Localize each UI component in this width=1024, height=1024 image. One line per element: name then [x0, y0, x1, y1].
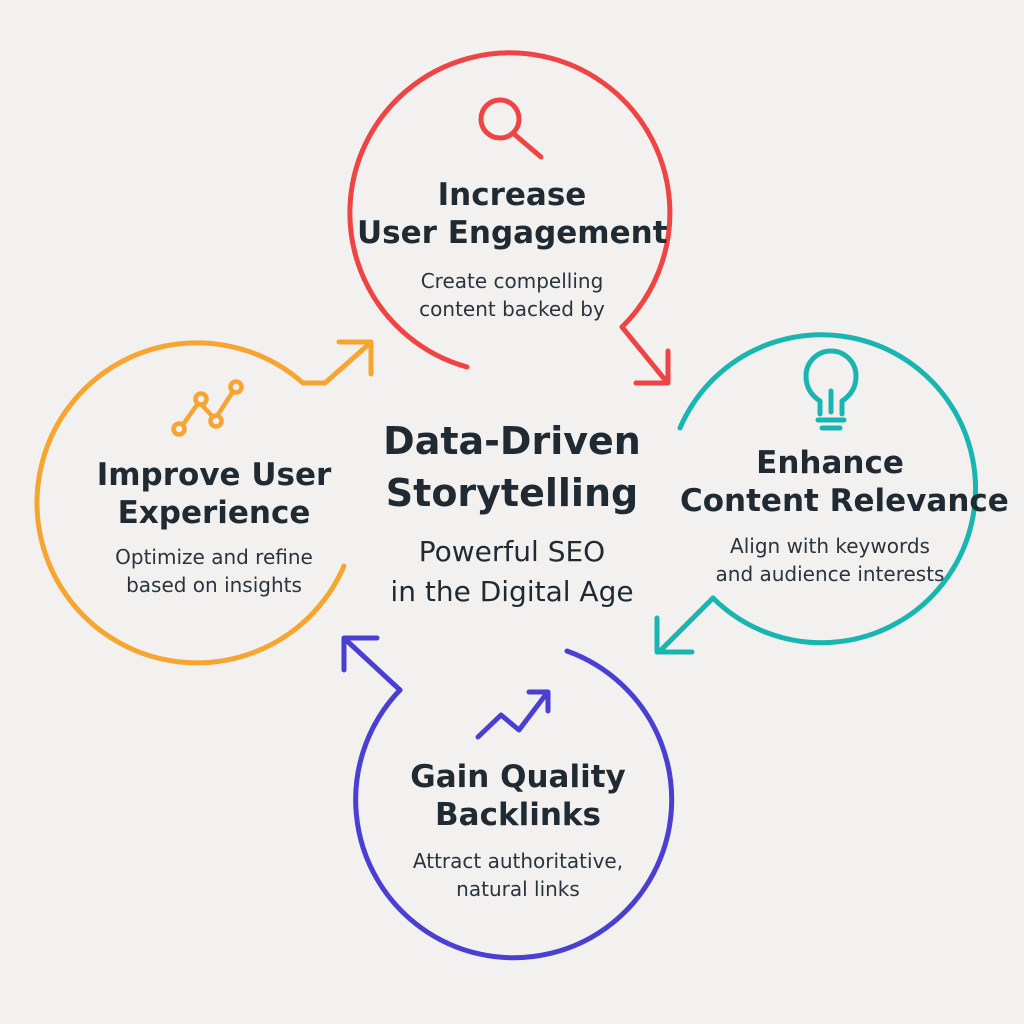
relevance-title: Enhance Content Relevance — [680, 444, 1009, 520]
experience-ring-arc — [34, 340, 347, 666]
backlinks-connector-arrow — [343, 637, 403, 693]
line-chart-icon — [171, 379, 244, 437]
backlinks-description: Attract authoritative, natural links — [368, 847, 668, 903]
search-icon — [478, 97, 544, 160]
engagement-title-line1: Increase — [437, 177, 587, 213]
experience-arrowhead — [336, 339, 374, 377]
backlinks-ring-arc — [353, 648, 675, 961]
center-title-line1: Data-Driven — [383, 419, 641, 463]
experience-title-line2: Experience — [117, 495, 311, 531]
backlinks-title: Gain Quality Backlinks — [368, 758, 668, 834]
engagement-title-line2: User Engagement — [357, 215, 668, 251]
relevance-title-line2: Content Relevance — [680, 483, 1009, 519]
engagement-connector-arrow — [619, 324, 669, 384]
relevance-ring-arc — [677, 332, 979, 646]
backlinks-title-line1: Gain Quality — [410, 759, 626, 795]
relevance-arrowhead — [654, 615, 695, 655]
backlinks-desc-line2: natural links — [456, 877, 580, 901]
backlinks-arrowhead — [341, 635, 380, 673]
engagement-desc-line2: content backed by — [419, 297, 605, 321]
backlinks-desc-line1: Attract authoritative, — [412, 849, 624, 873]
experience-node-ring — [34, 339, 374, 666]
center-title-line2: Storytelling — [385, 471, 639, 515]
center-subtitle-line1: Powerful SEO — [418, 535, 606, 568]
engagement-arrowhead — [633, 348, 671, 386]
relevance-description: Align with keywords and audience interes… — [680, 532, 980, 588]
engagement-description: Create compelling content backed by — [357, 267, 667, 323]
engagement-node-ring — [347, 50, 673, 386]
experience-title: Improve User Experience — [64, 456, 364, 532]
experience-connector-arrow — [300, 341, 372, 386]
experience-title-line1: Improve User — [96, 457, 332, 493]
relevance-title-line1: Enhance — [756, 445, 904, 481]
center-title: Data-Driven Storytelling — [362, 415, 662, 519]
center-subtitle: Powerful SEO in the Digital Age — [362, 532, 662, 612]
backlinks-node-ring — [341, 635, 675, 961]
lightbulb-icon — [803, 348, 859, 431]
engagement-ring-arc — [347, 50, 673, 370]
trend-arrow-icon — [475, 689, 551, 740]
center-subtitle-line2: in the Digital Age — [390, 575, 634, 608]
experience-desc-line2: based on insights — [126, 573, 302, 597]
experience-description: Optimize and refine based on insights — [64, 543, 364, 599]
relevance-desc-line2: and audience interests — [715, 562, 945, 586]
engagement-desc-line1: Create compelling — [420, 269, 604, 293]
relevance-desc-line1: Align with keywords — [730, 534, 930, 558]
experience-desc-line1: Optimize and refine — [115, 545, 313, 569]
relevance-node-ring — [654, 332, 979, 655]
engagement-title: Increase User Engagement — [357, 176, 668, 252]
relevance-connector-arrow — [658, 595, 716, 653]
backlinks-title-line2: Backlinks — [435, 797, 601, 833]
